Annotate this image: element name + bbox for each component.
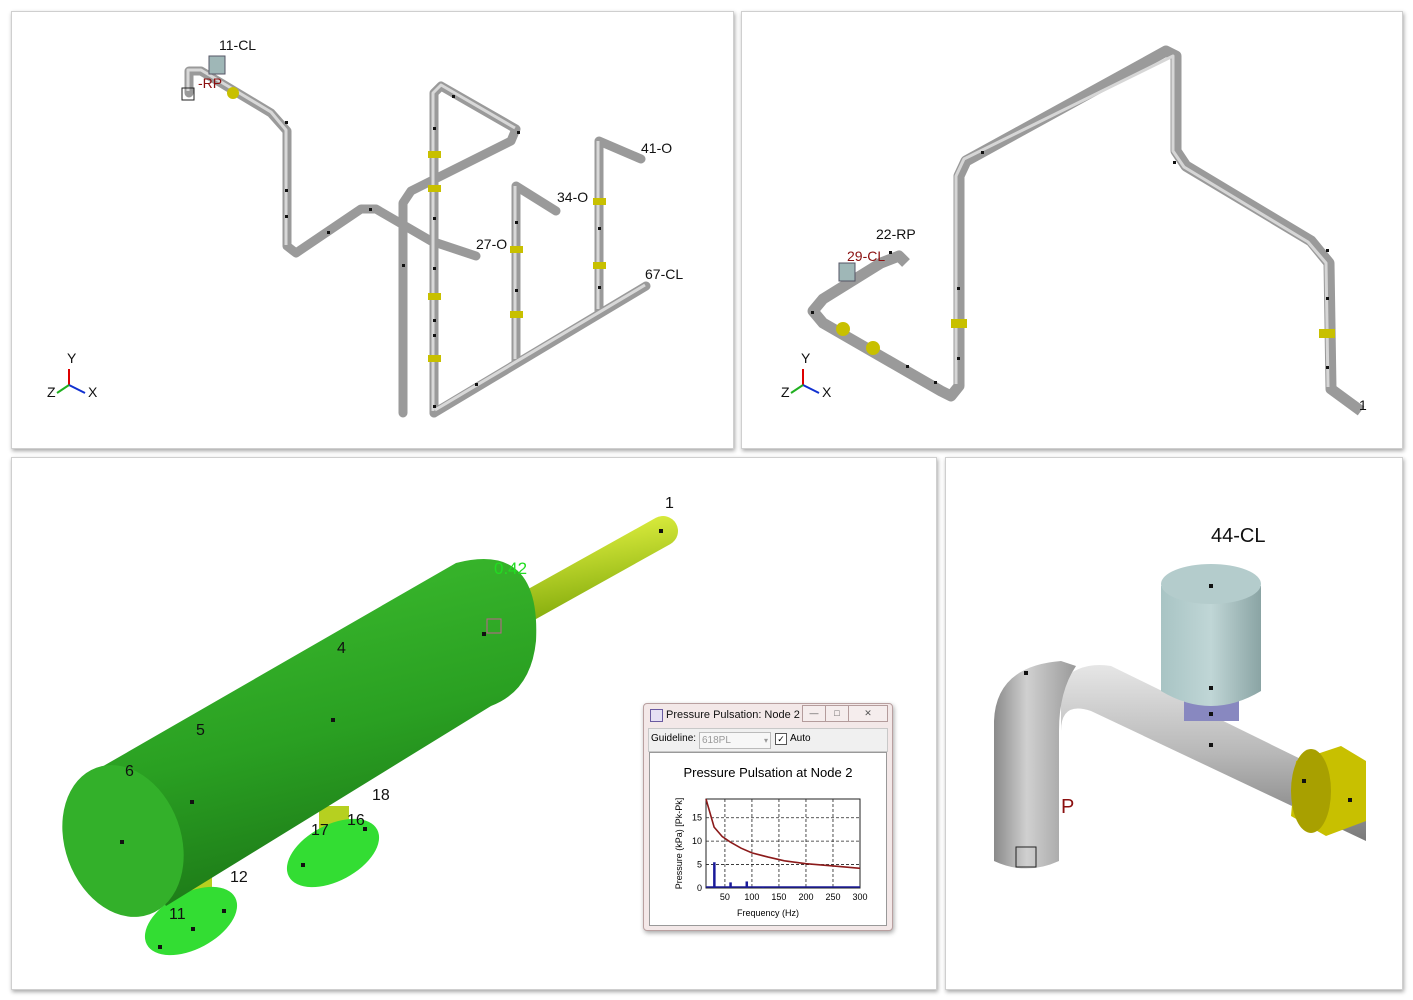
y-tick-label: 5: [697, 860, 702, 870]
y-tick-label: 15: [692, 813, 702, 823]
pulsation-bar: [761, 887, 765, 888]
guideline-curve: [705, 798, 861, 870]
node-label: P: [1061, 796, 1074, 818]
node-label: -RP: [198, 75, 222, 91]
minimize-button[interactable]: —: [802, 705, 826, 722]
x-tick-label: 200: [798, 892, 813, 902]
view-panel-bottom-right[interactable]: 44-CL P: [945, 457, 1403, 990]
node-label: 5: [196, 722, 205, 739]
svg-text:Z: Z: [781, 384, 790, 400]
chart-title: Pressure Pulsation at Node 2: [683, 765, 852, 780]
dialog-toolbar: Guideline: 618PL▾ ✓ Auto: [648, 728, 888, 752]
node-label: 11: [169, 906, 186, 923]
x-tick-label: 150: [771, 892, 786, 902]
node-label: 6: [125, 763, 134, 780]
node-label: 22-RP: [876, 226, 916, 242]
axis-triad: Y Z X: [47, 350, 98, 400]
piping-3d-view[interactable]: 11-CL -RP 41-O 34-O 27-O 67-CL Y Z X: [12, 12, 733, 448]
node-label: 11-CL: [219, 37, 256, 53]
guideline-select[interactable]: 618PL▾: [699, 732, 771, 749]
view-panel-top-right[interactable]: 22-RP 29-CL 1 Y Z X: [741, 11, 1403, 449]
vessel-3d-view[interactable]: 1 4 5 6 18 17 16 12 11 0.42: [12, 458, 936, 989]
close-button[interactable]: ✕: [848, 705, 888, 722]
svg-text:Z: Z: [47, 384, 56, 400]
plot-frame: [705, 798, 861, 889]
node-label: 18: [372, 787, 390, 804]
node-label: 1: [1359, 397, 1367, 413]
node-label: 44-CL: [1211, 525, 1265, 547]
x-tick-label: 250: [825, 892, 840, 902]
y-axis-label: Pressure (kPa) [Pk-Pk]: [674, 798, 684, 890]
svg-text:Y: Y: [801, 350, 811, 366]
x-tick-label: 100: [744, 892, 759, 902]
svg-text:X: X: [88, 384, 98, 400]
y-tick-label: 10: [692, 836, 702, 846]
x-axis-label: Frequency (Hz): [737, 908, 799, 918]
node-label: 67-CL: [645, 266, 683, 282]
node-label: 1: [665, 495, 674, 512]
result-value-label: 0.42: [494, 559, 527, 578]
piping-3d-view[interactable]: 44-CL P: [946, 458, 1402, 989]
chevron-down-icon: ▾: [763, 736, 768, 745]
guideline-label: Guideline:: [651, 733, 697, 744]
auto-label: Auto: [790, 733, 811, 744]
node-label: 12: [230, 869, 248, 886]
node-label: 4: [337, 640, 346, 657]
pressure-pulsation-dialog[interactable]: Pressure Pulsation: Node 2 — □ ✕ Guideli…: [643, 703, 893, 931]
pulsation-bar: [729, 882, 732, 888]
piping-3d-view[interactable]: 22-RP 29-CL 1 Y Z X: [742, 12, 1402, 448]
x-tick-label: 300: [852, 892, 867, 902]
axis-triad: Y Z X: [781, 350, 832, 400]
pulsation-bar: [713, 862, 716, 888]
node-label: 17: [311, 822, 329, 839]
node-label: 41-O: [641, 140, 672, 156]
pulsation-bar: [745, 881, 749, 888]
restore-button[interactable]: □: [825, 705, 849, 722]
view-panel-top-left[interactable]: 11-CL -RP 41-O 34-O 27-O 67-CL Y Z X: [11, 11, 734, 449]
node-label: 16: [347, 812, 365, 829]
chart-icon: [650, 709, 663, 722]
svg-text:X: X: [822, 384, 832, 400]
auto-checkbox[interactable]: ✓: [775, 733, 787, 745]
svg-text:Y: Y: [67, 350, 77, 366]
y-tick-label: 0: [697, 883, 702, 893]
node-label: 34-O: [557, 189, 588, 205]
x-tick-label: 50: [720, 892, 730, 902]
dialog-title: Pressure Pulsation: Node 2: [666, 709, 800, 721]
node-label: 29-CL: [847, 248, 885, 264]
node-label: 27-O: [476, 236, 507, 252]
